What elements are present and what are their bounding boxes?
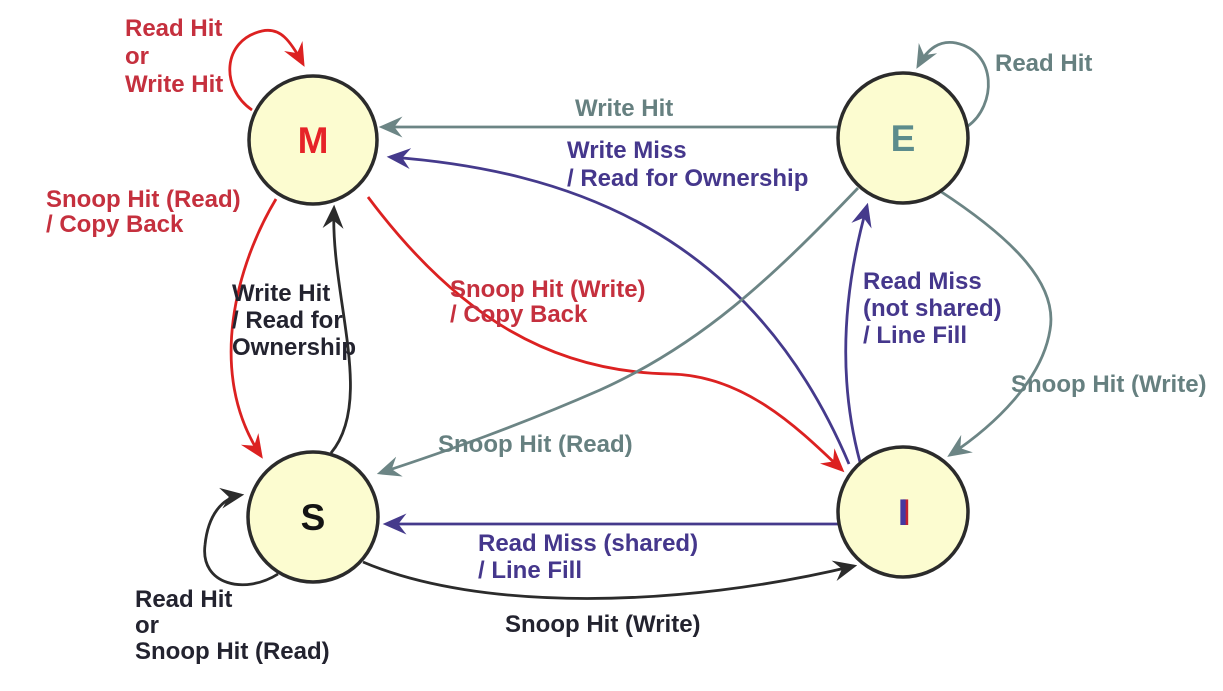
svg-text:Snoop Hit (Write): Snoop Hit (Write): [450, 276, 646, 303]
svg-text:/ Copy Back: / Copy Back: [46, 211, 184, 238]
state-e-circle: [836, 71, 970, 205]
label-i-to-e: Read Miss (not shared) / Line Fill: [863, 268, 1002, 349]
label-e-to-m: Write Hit: [575, 95, 673, 122]
arrow-m-to-i: [366, 196, 845, 473]
svg-text:Read Hit: Read Hit: [125, 15, 222, 42]
arrow-m-self-loop: [228, 28, 305, 112]
svg-text:Read Hit: Read Hit: [995, 50, 1092, 77]
state-i-circle: [836, 445, 970, 579]
svg-text:Read Miss (shared): Read Miss (shared): [478, 530, 698, 557]
svg-text:/ Line Fill: / Line Fill: [478, 557, 582, 584]
svg-text:Read Hit: Read Hit: [135, 586, 232, 613]
svg-text:Snoop Hit (Read): Snoop Hit (Read): [438, 431, 633, 458]
label-m-to-i: Snoop Hit (Write) / Copy Back: [450, 276, 646, 328]
svg-text:Snoop Hit (Read): Snoop Hit (Read): [135, 638, 330, 665]
svg-text:Read Miss: Read Miss: [863, 268, 982, 295]
svg-text:/ Copy Back: / Copy Back: [450, 301, 588, 328]
svg-text:/ Read for Ownership: / Read for Ownership: [567, 165, 808, 192]
svg-text:Snoop Hit (Write): Snoop Hit (Write): [1011, 371, 1207, 398]
arrow-s-to-m: [322, 204, 352, 454]
arrow-e-to-i: [939, 189, 1053, 457]
label-m-to-s: Snoop Hit (Read) / Copy Back: [46, 186, 241, 238]
svg-text:Snoop Hit (Write): Snoop Hit (Write): [505, 611, 701, 638]
label-e-to-i: Snoop Hit (Write): [1011, 371, 1207, 398]
label-s-to-m: Write Hit / Read for Ownership: [232, 280, 356, 361]
label-s-to-i: Snoop Hit (Write): [505, 611, 701, 638]
arrow-s-to-i: [362, 560, 858, 600]
state-s-circle: [246, 450, 380, 584]
svg-text:Write Miss: Write Miss: [567, 137, 687, 164]
svg-text:/ Line Fill: / Line Fill: [863, 322, 967, 349]
state-i-letter-shadow: I: [900, 492, 910, 533]
label-m-self-loop: Read Hit or Write Hit: [125, 15, 223, 98]
arrow-m-to-s: [229, 198, 278, 459]
state-m-circle: [247, 74, 379, 206]
svg-text:/ Read for: / Read for: [232, 307, 343, 334]
arrow-s-self-loop: [203, 487, 279, 587]
label-e-self-loop: Read Hit: [995, 50, 1092, 77]
label-s-self-loop: Read Hit or Snoop Hit (Read): [135, 586, 330, 665]
svg-text:Write Hit: Write Hit: [232, 280, 330, 307]
svg-text:Write Hit: Write Hit: [575, 95, 673, 122]
svg-text:or: or: [135, 612, 159, 639]
label-i-to-m: Write Miss / Read for Ownership: [567, 137, 808, 192]
svg-text:or: or: [125, 43, 149, 70]
state-s-letter: S: [301, 497, 326, 538]
svg-text:(not shared): (not shared): [863, 295, 1002, 322]
arrow-e-to-s: [376, 187, 860, 477]
svg-text:Write Hit: Write Hit: [125, 71, 223, 98]
arrow-i-to-e: [844, 202, 872, 463]
state-e-letter: E: [891, 118, 916, 159]
state-i-letter: I: [898, 492, 908, 533]
state-m-letter: M: [298, 120, 329, 161]
arrow-e-self-loop: [916, 40, 990, 128]
svg-text:Ownership: Ownership: [232, 334, 356, 361]
label-i-to-s: Read Miss (shared) / Line Fill: [478, 530, 698, 584]
arrow-i-to-m: [386, 148, 851, 465]
svg-text:Snoop Hit (Read): Snoop Hit (Read): [46, 186, 241, 213]
label-e-to-s: Snoop Hit (Read): [438, 431, 633, 458]
